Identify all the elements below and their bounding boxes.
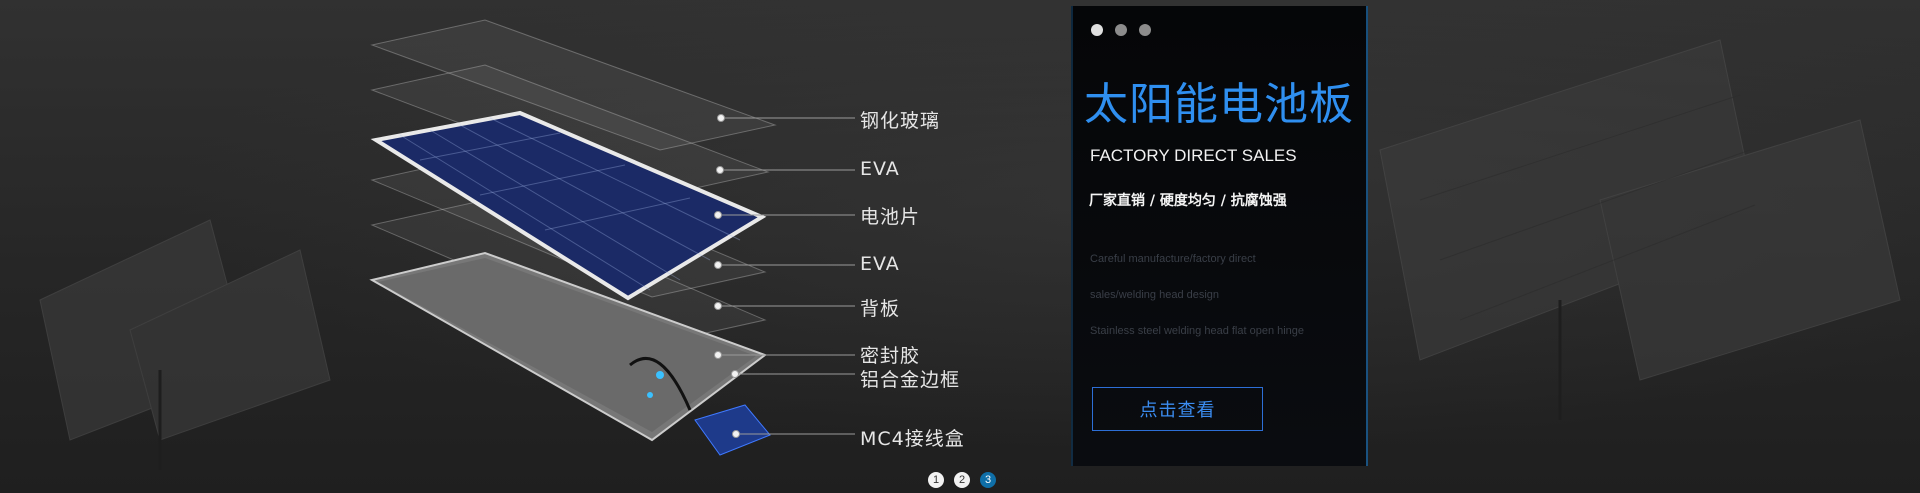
carousel-pager: 1 2 3 <box>928 472 996 488</box>
cell-layer <box>370 110 767 301</box>
card-title: 太阳能电池板 <box>1084 79 1354 130</box>
card-features: 厂家直销 / 硬度均匀 / 抗腐蚀强 <box>1089 193 1287 209</box>
view-details-button[interactable]: 点击查看 <box>1092 387 1263 431</box>
card-slide-dots <box>1091 24 1151 36</box>
product-card: 太阳能电池板 FACTORY DIRECT SALES 厂家直销 / 硬度均匀 … <box>1071 6 1368 466</box>
callout-tempered-glass: 钢化玻璃 <box>860 110 941 132</box>
callout-eva-top: EVA <box>860 158 900 180</box>
description-line: sales/welding head design <box>1090 289 1220 301</box>
description-line: Stainless steel welding head flat open h… <box>1090 325 1305 337</box>
callout-aluminium-frame: 铝合金边框 <box>860 369 961 391</box>
description-line: Careful manufacture/factory direct <box>1090 253 1256 265</box>
page-1-button[interactable]: 1 <box>928 472 944 488</box>
card-description: Careful manufacture/factory direct sales… <box>1090 252 1350 360</box>
callout-backsheet: 背板 <box>860 298 901 320</box>
page-2-button[interactable]: 2 <box>954 472 970 488</box>
callout-eva-bottom: EVA <box>860 253 900 275</box>
page-3-button[interactable]: 3 <box>980 472 996 488</box>
callout-mc4-junction-box: MC4接线盒 <box>860 428 965 450</box>
slide-dot-3[interactable] <box>1139 24 1151 36</box>
solar-panel-exploded-diagram <box>369 19 855 456</box>
callout-sealant: 密封胶 <box>860 345 921 367</box>
mc4-junction-box <box>629 356 771 456</box>
callout-cells: 电池片 <box>860 206 921 228</box>
card-subtitle: FACTORY DIRECT SALES <box>1090 146 1297 165</box>
slide-dot-1[interactable] <box>1091 24 1103 36</box>
slide-dot-2[interactable] <box>1115 24 1127 36</box>
